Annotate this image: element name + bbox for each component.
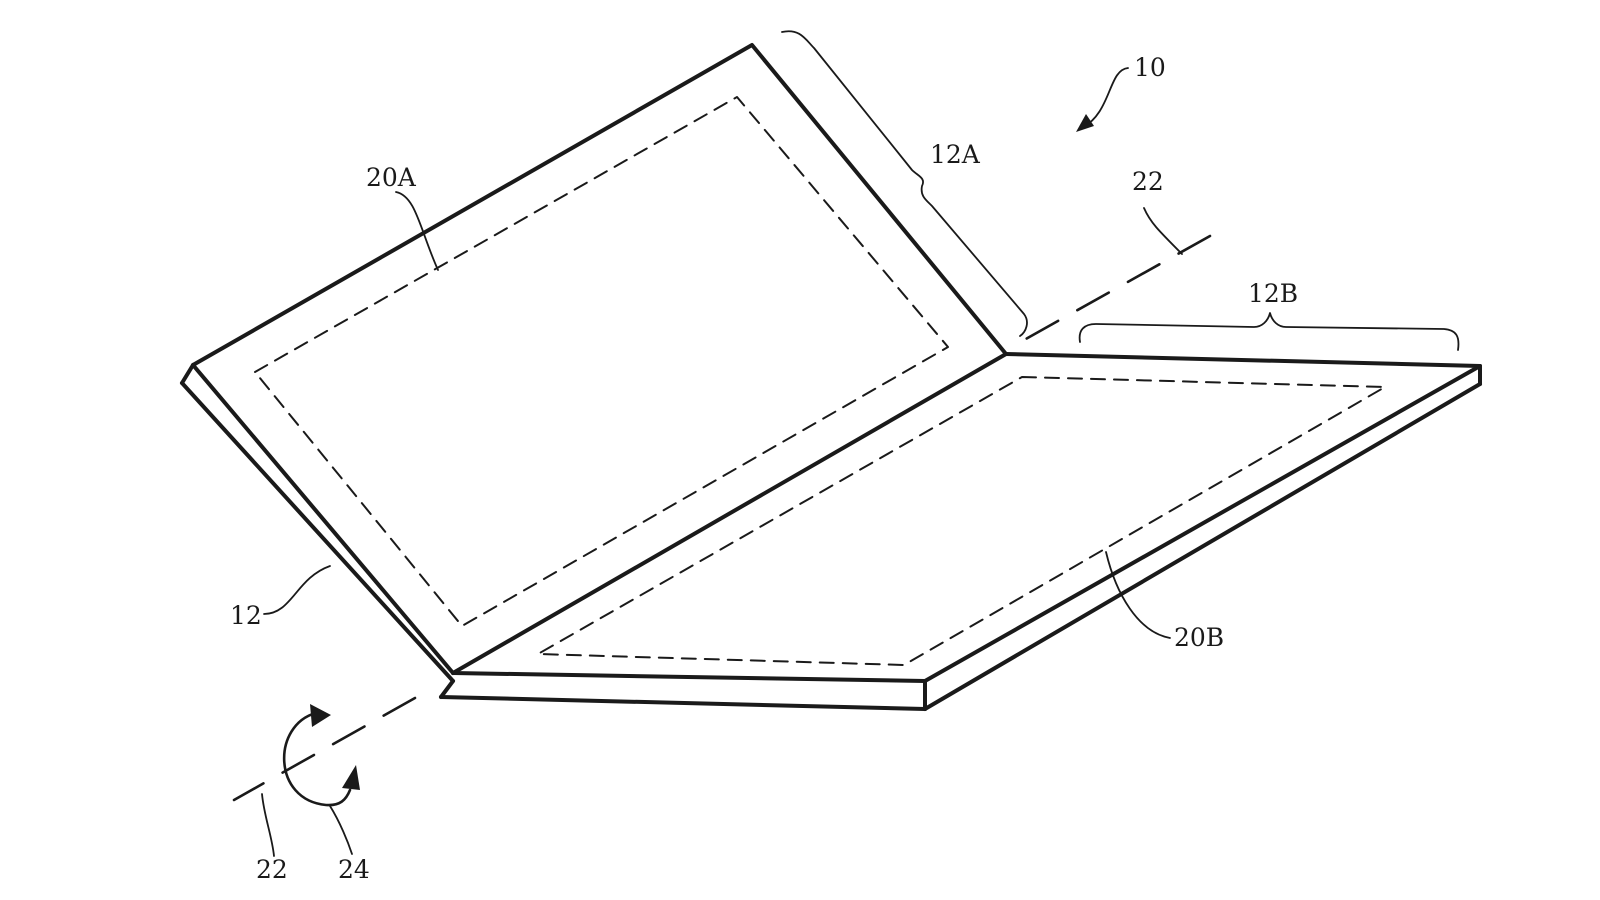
rotation-arrow-24 xyxy=(282,704,360,807)
leader-22-bottom xyxy=(261,793,275,857)
housing-12a xyxy=(180,43,1008,683)
label-20a: 20A xyxy=(366,163,417,192)
fold-axis-22 xyxy=(232,234,1212,802)
label-12a: 12A xyxy=(930,140,981,169)
label-22-top: 22 xyxy=(1132,167,1164,196)
leader-24 xyxy=(329,805,353,855)
leader-20b xyxy=(1105,551,1171,639)
leader-22-top xyxy=(1143,207,1183,255)
display-20b xyxy=(537,376,1386,666)
leader-20a xyxy=(395,191,439,271)
arrowhead-lower xyxy=(342,765,360,790)
label-20b: 20B xyxy=(1174,623,1224,652)
label-10: 10 xyxy=(1134,53,1166,82)
arrowhead-upper xyxy=(310,704,331,727)
bracket-12a xyxy=(781,30,1028,337)
label-12b: 12B xyxy=(1248,279,1298,308)
label-22-bottom: 22 xyxy=(256,855,288,884)
label-12: 12 xyxy=(230,601,262,630)
leader-12 xyxy=(263,565,331,615)
label-24: 24 xyxy=(338,855,370,884)
display-20a xyxy=(254,96,949,627)
bracket-12b xyxy=(1078,312,1460,351)
arrowhead-10 xyxy=(1076,114,1094,132)
housing-12b xyxy=(439,352,1482,711)
